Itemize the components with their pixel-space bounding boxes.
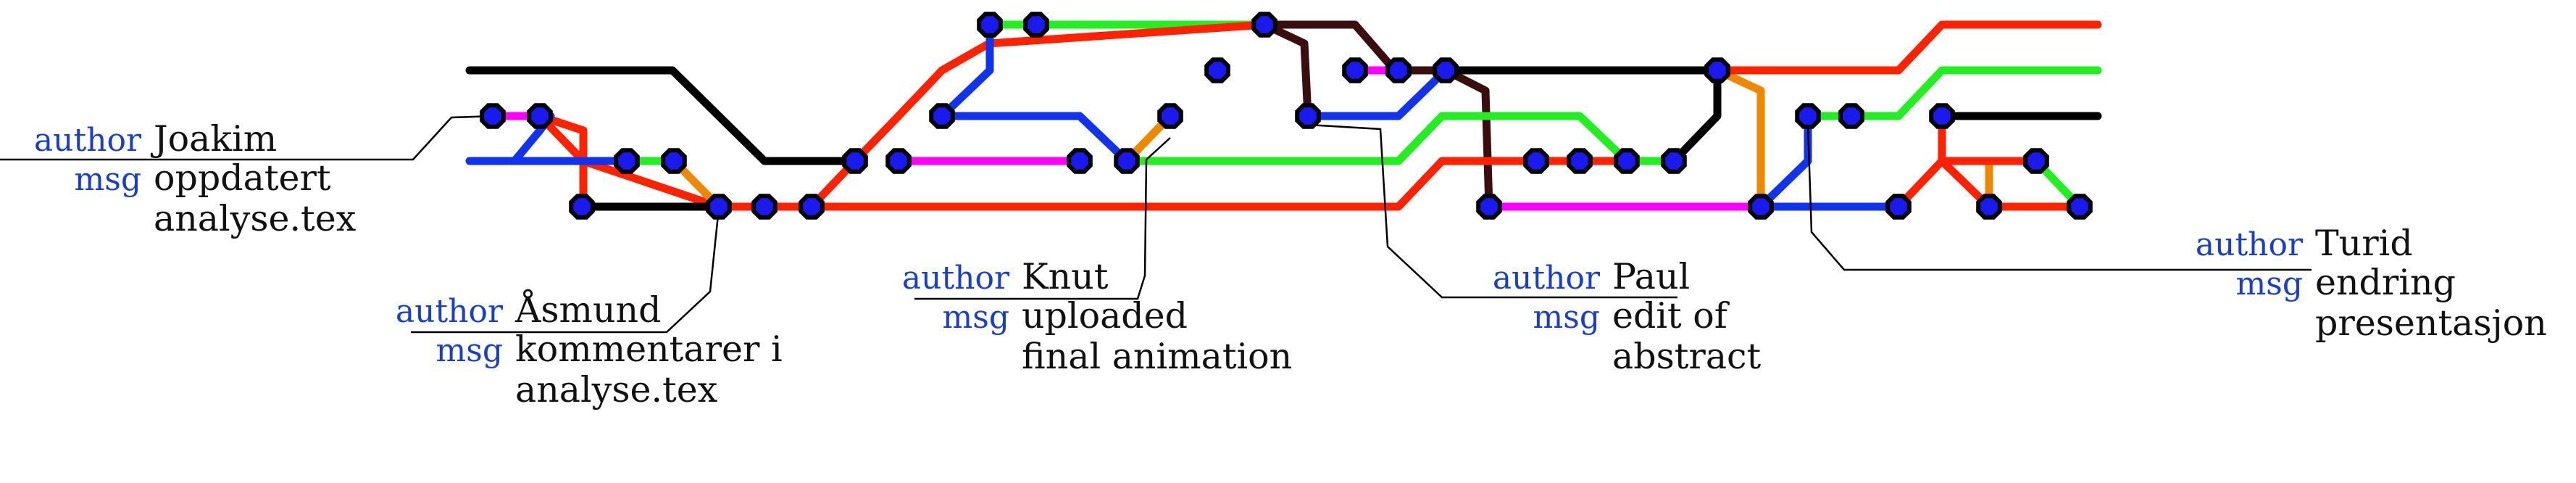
leader-joakim xyxy=(0,115,493,161)
annotation-knut: author Knut msg uploaded final animation xyxy=(902,256,1292,377)
msg-key-label: msg xyxy=(2236,265,2303,302)
msg-line-1: kommentarer i xyxy=(515,329,783,370)
commit-node xyxy=(527,103,553,129)
commit-node xyxy=(2023,148,2049,174)
annotation-turid: author Turid msg endring presentasjon xyxy=(2196,223,2547,344)
author-name: Joakim xyxy=(150,118,277,160)
commit-nodes xyxy=(480,12,2093,220)
author-name: Åsmund xyxy=(514,289,661,331)
author-name: Turid xyxy=(2315,223,2413,264)
branch-line-green-mid xyxy=(1122,112,1678,165)
msg-line-1: uploaded xyxy=(1022,295,1188,337)
leader-asmund xyxy=(411,207,720,334)
author-key-label: author xyxy=(2196,226,2304,263)
branch-line-black-right xyxy=(1441,66,1722,165)
leader-knut xyxy=(914,137,1171,300)
author-key-label: author xyxy=(34,122,142,159)
branch-line-dark-lower xyxy=(1441,66,1493,211)
msg-line-2: analyse.tex xyxy=(515,369,718,410)
commit-node xyxy=(1067,148,1093,174)
commit-node xyxy=(1567,148,1593,174)
branch-line-red-right-low xyxy=(1894,112,1946,211)
commit-node xyxy=(1885,194,1912,220)
commit-node xyxy=(1433,57,1459,83)
leader-lines xyxy=(0,115,2312,334)
commit-node xyxy=(1204,57,1230,83)
author-name: Knut xyxy=(1022,256,1109,297)
commit-node xyxy=(1023,12,1049,38)
commit-node xyxy=(1385,57,1412,83)
commit-node xyxy=(614,148,640,174)
leader-turid xyxy=(1806,124,2312,271)
branch-line-green-right xyxy=(1804,66,2102,120)
branch-line-orange-right xyxy=(1713,66,1765,211)
branch-line-blue-mid-run xyxy=(938,112,1131,165)
commit-node xyxy=(1157,103,1183,129)
commit-node xyxy=(1342,57,1368,83)
commit-node xyxy=(885,148,912,174)
commit-node xyxy=(1614,148,1640,174)
commit-node xyxy=(480,103,506,129)
commit-node xyxy=(1523,148,1549,174)
branch-line-red-left-drop xyxy=(535,112,588,211)
commit-node xyxy=(706,194,732,220)
commit-node xyxy=(1838,103,1864,129)
author-key-label: author xyxy=(902,260,1010,297)
commit-node xyxy=(661,148,687,174)
commit-node xyxy=(1661,148,1687,174)
commit-node xyxy=(1929,103,1955,129)
msg-key-label: msg xyxy=(75,161,141,198)
msg-line-2: presentasjon xyxy=(2315,302,2547,344)
msg-line-2: analyse.tex xyxy=(154,198,357,239)
commit-node xyxy=(1295,103,1321,129)
commit-node xyxy=(1476,194,1502,220)
msg-key-label: msg xyxy=(943,299,1009,336)
branch-line-blue-mid xyxy=(938,20,994,120)
commit-node xyxy=(1795,103,1821,129)
msg-key-label: msg xyxy=(436,332,503,369)
commit-node xyxy=(1748,194,1774,220)
msg-key-label: msg xyxy=(1533,299,1600,336)
branch-line-red-low xyxy=(807,157,1678,211)
author-key-label: author xyxy=(396,293,504,330)
leader-paul xyxy=(1307,123,1677,299)
commit-node xyxy=(751,194,778,220)
commit-node xyxy=(1251,12,1277,38)
commit-node xyxy=(569,194,595,220)
commit-node xyxy=(929,103,955,129)
msg-line-1: edit of xyxy=(1612,295,1730,337)
annotation-paul: author Paul msg edit of abstract xyxy=(1493,256,1762,377)
commit-node xyxy=(977,12,1003,38)
commit-node xyxy=(1976,194,2002,220)
annotation-joakim: author Joakim msg oppdatert analyse.tex xyxy=(34,118,357,239)
branch-line-blue-right xyxy=(1304,66,1450,120)
author-name: Paul xyxy=(1612,256,1690,297)
msg-line-2: final animation xyxy=(1022,336,1292,377)
commit-node xyxy=(2067,194,2093,220)
branch-line-dark xyxy=(1260,20,1450,75)
commit-node xyxy=(799,194,825,220)
commit-node xyxy=(842,148,868,174)
msg-line-1: endring xyxy=(2315,262,2456,303)
branch-line-blue-rise xyxy=(1756,112,1812,211)
msg-line-1: oppdatert xyxy=(154,157,331,199)
branch-line-red-right-top xyxy=(1713,20,2102,75)
commit-node xyxy=(1114,148,1140,174)
branch-line-black-top xyxy=(465,66,859,165)
author-key-label: author xyxy=(1493,260,1601,297)
branch-line-dark-drop xyxy=(1260,20,1312,120)
commit-node xyxy=(1704,57,1730,83)
msg-line-2: abstract xyxy=(1612,336,1761,377)
annotation-asmund: author Åsmund msg kommentarer i analyse.… xyxy=(396,289,783,410)
